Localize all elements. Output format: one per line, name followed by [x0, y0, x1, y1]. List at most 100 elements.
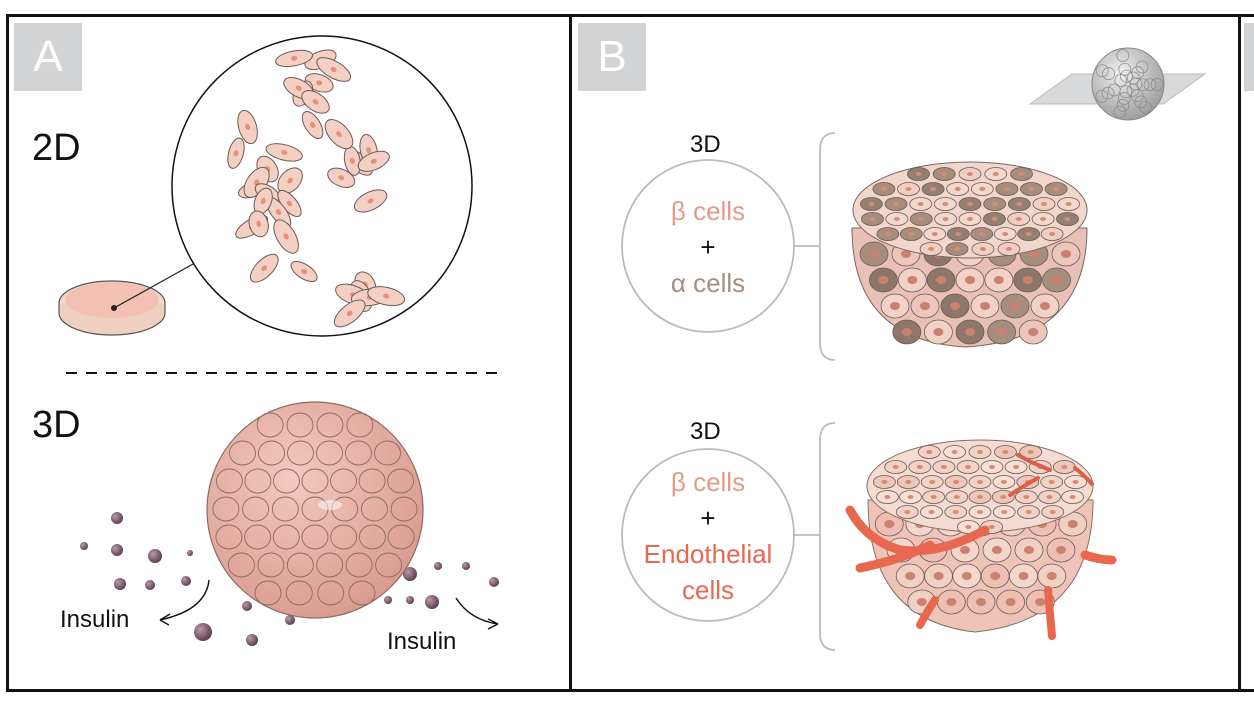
- blood-vessel: [855, 540, 935, 573]
- flat-cell: [301, 90, 330, 114]
- sphere-cell: [301, 468, 329, 494]
- insulin-granule: [111, 512, 123, 524]
- insulin-arrow-right: [455, 597, 499, 625]
- sphere-cell: [345, 552, 373, 578]
- flat-cell: [249, 253, 279, 283]
- insulin-granule: [246, 634, 258, 646]
- insulin-label-right: Insulin: [387, 628, 457, 655]
- islet-beta-alpha: [851, 161, 1088, 348]
- sphere-cell: [374, 440, 401, 466]
- sphere-cell: [360, 496, 388, 522]
- panel-b-badge: B: [578, 23, 646, 91]
- insulin-arrow-left: [159, 579, 210, 621]
- sphere-cell: [244, 468, 272, 494]
- blood-vessel: [845, 505, 990, 556]
- sphere-cell: [254, 580, 282, 606]
- insulin-granule: [194, 623, 212, 641]
- sphere-cell: [273, 468, 300, 494]
- sphere-cell: [215, 524, 243, 550]
- alpha-cells-text: α cells: [670, 268, 746, 298]
- label-3d-top: 3D: [690, 131, 721, 158]
- flat-cell: [357, 150, 390, 172]
- sphere-cell: [387, 468, 415, 494]
- cells-zoom-circle: [171, 35, 473, 337]
- blood-vessel: [1073, 466, 1094, 486]
- insulin-granule: [148, 549, 162, 563]
- plus-sign-bottom: +: [700, 503, 716, 533]
- label-3d: 3D: [32, 404, 81, 446]
- islet-beta-endothelial: [845, 439, 1117, 640]
- sphere-cell: [256, 412, 284, 438]
- bracket-top: [819, 132, 836, 361]
- sphere-cell: [229, 440, 256, 466]
- insulin-granule: [384, 596, 392, 604]
- sphere-cell: [258, 440, 285, 466]
- sphere-cell: [286, 412, 314, 438]
- insulin-granule: [434, 562, 442, 570]
- flat-cell: [275, 49, 314, 68]
- sphere-cell: [316, 552, 344, 578]
- sphere-cell: [330, 524, 358, 550]
- sphere-cell: [287, 440, 314, 466]
- insulin-granule: [285, 615, 295, 625]
- sphere-cell: [316, 412, 344, 438]
- bracket-bottom: [819, 422, 836, 651]
- blood-vessel: [1044, 586, 1056, 640]
- flat-cell: [367, 286, 406, 307]
- insulin-granule: [145, 580, 155, 590]
- insulin-granules: [80, 512, 499, 646]
- sphere-cell: [272, 524, 300, 550]
- insulin-granule: [489, 577, 499, 587]
- sphere-cell: [358, 524, 386, 550]
- beta-endothelial-text: β cells + Endothelial cells: [622, 464, 794, 608]
- beta-cells-text-bottom: β cells: [670, 467, 746, 497]
- label-3d-bottom: 3D: [690, 418, 721, 445]
- sphere-cell: [244, 524, 272, 550]
- flat-cell: [237, 109, 258, 145]
- insulin-granule: [406, 596, 414, 604]
- sphere-cell: [316, 440, 343, 466]
- sphere-cell: [257, 552, 285, 578]
- panel-a-badge: A: [14, 23, 82, 91]
- sphere-cell: [301, 524, 329, 550]
- panel-c-frame: [1238, 14, 1254, 692]
- sphere-cell: [242, 496, 270, 522]
- insulin-granule: [80, 542, 88, 550]
- flat-cell: [248, 210, 269, 238]
- insulin-granule: [114, 578, 126, 590]
- panel-c-badge: [1244, 23, 1254, 91]
- insulin-granule: [425, 595, 439, 609]
- blood-vessel: [916, 596, 939, 629]
- sphere-cell: [215, 468, 243, 494]
- insulin-granule: [242, 601, 252, 611]
- flat-cell: [353, 189, 388, 213]
- flat-cell: [265, 143, 303, 162]
- blood-vessel: [1008, 476, 1040, 497]
- flat-cell: [301, 111, 324, 139]
- sphere-cell: [375, 552, 403, 578]
- endothelial-text: Endothelial: [643, 539, 773, 569]
- insulin-granule: [111, 544, 123, 556]
- insulin-granule: [403, 567, 417, 581]
- flat-cell: [273, 219, 299, 254]
- sphere-cell: [346, 412, 374, 438]
- plus-sign: +: [700, 232, 716, 262]
- flat-cell: [333, 299, 366, 328]
- flat-cell: [316, 57, 352, 82]
- sphere-cell: [212, 496, 240, 522]
- insulin-granule: [181, 576, 191, 586]
- blood-vessel: [1080, 550, 1117, 565]
- flat-cell: [290, 260, 318, 283]
- blood-vessel: [1016, 453, 1052, 472]
- sphere-cell: [317, 580, 345, 606]
- sphere-cell: [345, 440, 372, 466]
- petri-dish: [58, 280, 166, 336]
- section-plane-icon: [1028, 47, 1207, 121]
- insulin-label-left: Insulin: [60, 606, 130, 633]
- sphere-cell: [271, 496, 299, 522]
- beta-alpha-text: β cells + α cells: [622, 193, 794, 301]
- sphere-cell: [227, 552, 255, 578]
- sphere-cell: [285, 580, 313, 606]
- sphere-cell: [390, 496, 418, 522]
